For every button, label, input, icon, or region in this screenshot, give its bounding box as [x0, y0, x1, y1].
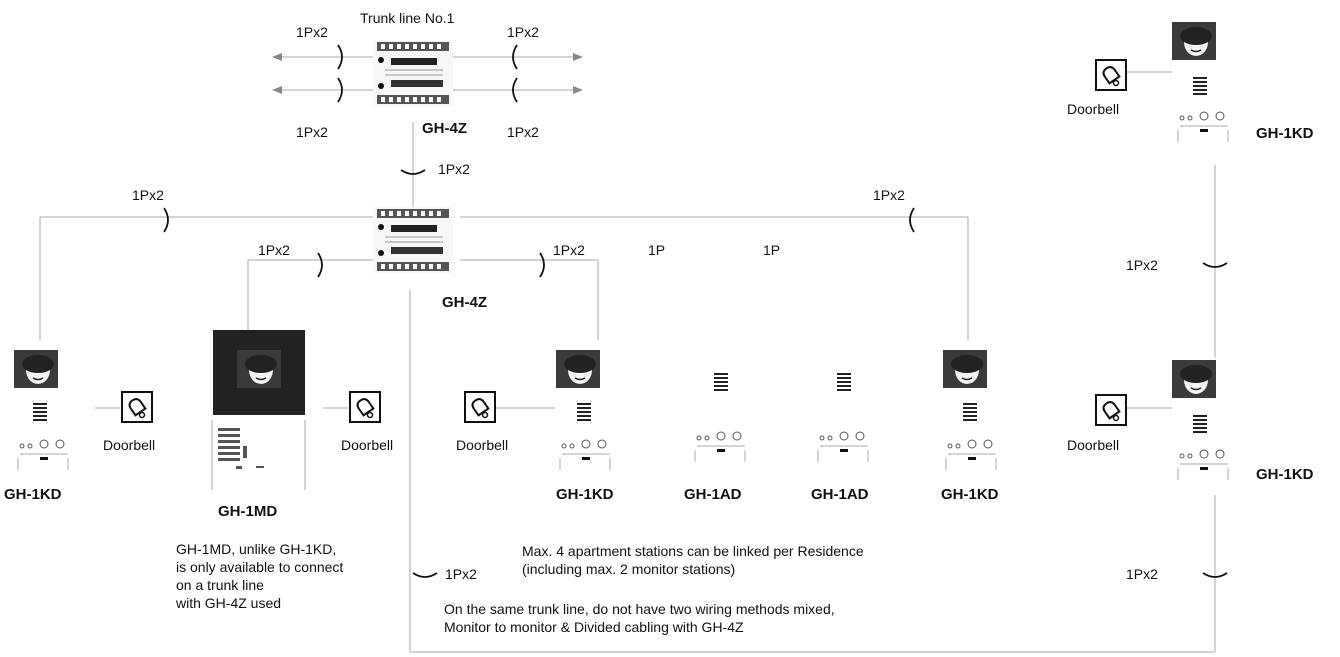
gh4z-label: GH-4Z — [422, 120, 467, 137]
gh1ad-station-2 — [817, 372, 869, 463]
doorbell-label: Doorbell — [1067, 101, 1120, 117]
note-line: On the same trunk line, do not have two … — [444, 601, 835, 617]
note-line: GH-1MD, unlike GH-1KD, — [176, 541, 337, 557]
gh4z-branch-adapter — [372, 206, 454, 274]
cable-label: 1Px2 — [296, 124, 328, 140]
gh1md-label: GH-1MD — [218, 503, 278, 520]
doorbell-label: Doorbell — [1067, 437, 1120, 453]
gh1kd-label: GH-1KD — [556, 486, 614, 503]
gh1kd-station-center — [555, 349, 611, 471]
gh1kd-station-bottom-right — [1171, 359, 1229, 481]
cable-label: 1Px2 — [438, 161, 470, 177]
doorbell-icon — [349, 391, 381, 423]
cable-label: 1Px2 — [1126, 257, 1158, 273]
max-stations-note: Max. 4 apartment stations can be linked … — [522, 542, 864, 578]
gh4z-label: GH-4Z — [442, 294, 487, 311]
doorbell-icon — [1095, 394, 1127, 426]
wiring-method-note: On the same trunk line, do not have two … — [444, 600, 835, 636]
gh1ad-station-1 — [694, 372, 746, 463]
gh4z-trunk-adapter — [372, 39, 454, 107]
note-line: with GH-4Z used — [176, 595, 282, 611]
doorbell-label: Doorbell — [103, 437, 156, 453]
cable-label: 1Px2 — [507, 124, 539, 140]
gh1kd-station-left — [13, 349, 69, 471]
doorbell-label: Doorbell — [341, 437, 394, 453]
note-line: (including max. 2 monitor stations) — [522, 561, 736, 577]
cable-label: 1Px2 — [258, 242, 290, 258]
cable-label: 1Px2 — [507, 24, 539, 40]
gh1md-monitor-station — [211, 330, 306, 490]
gh1kd-label: GH-1KD — [1256, 125, 1314, 142]
cable-label: 1Px2 — [873, 187, 905, 203]
cable-label-1p: 1P — [648, 242, 666, 258]
gh1kd-label: GH-1KD — [941, 486, 999, 503]
trunk-line-label: Trunk line No.1 — [360, 10, 455, 26]
wiring-lines — [39, 56, 1216, 653]
gh1md-note: GH-1MD, unlike GH-1KD, is only available… — [176, 540, 343, 612]
gh1kd-label: GH-1KD — [1256, 466, 1314, 483]
cable-label: 1Px2 — [1126, 566, 1158, 582]
doorbell-icon — [1095, 59, 1127, 91]
cable-label: 1Px2 — [296, 24, 328, 40]
cable-label: 1Px2 — [553, 242, 585, 258]
gh1ad-label: GH-1AD — [811, 486, 869, 503]
cable-label: 1Px2 — [445, 566, 477, 582]
note-line: is only available to connect — [176, 559, 344, 575]
doorbell-icon — [464, 391, 496, 423]
note-line: Max. 4 apartment stations can be linked … — [522, 543, 864, 559]
cable-label: 1Px2 — [132, 187, 164, 203]
cable-label-1p: 1P — [763, 242, 781, 258]
note-line: Monitor to monitor & Divided cabling wit… — [444, 619, 744, 635]
note-line: on a trunk line — [176, 577, 264, 593]
gh1kd-station-center-right — [942, 349, 997, 471]
doorbell-icon — [121, 391, 153, 423]
gh1kd-label: GH-1KD — [4, 486, 62, 503]
doorbell-label: Doorbell — [456, 437, 509, 453]
gh1kd-station-top-right — [1171, 21, 1229, 143]
gh1ad-label: GH-1AD — [684, 486, 742, 503]
